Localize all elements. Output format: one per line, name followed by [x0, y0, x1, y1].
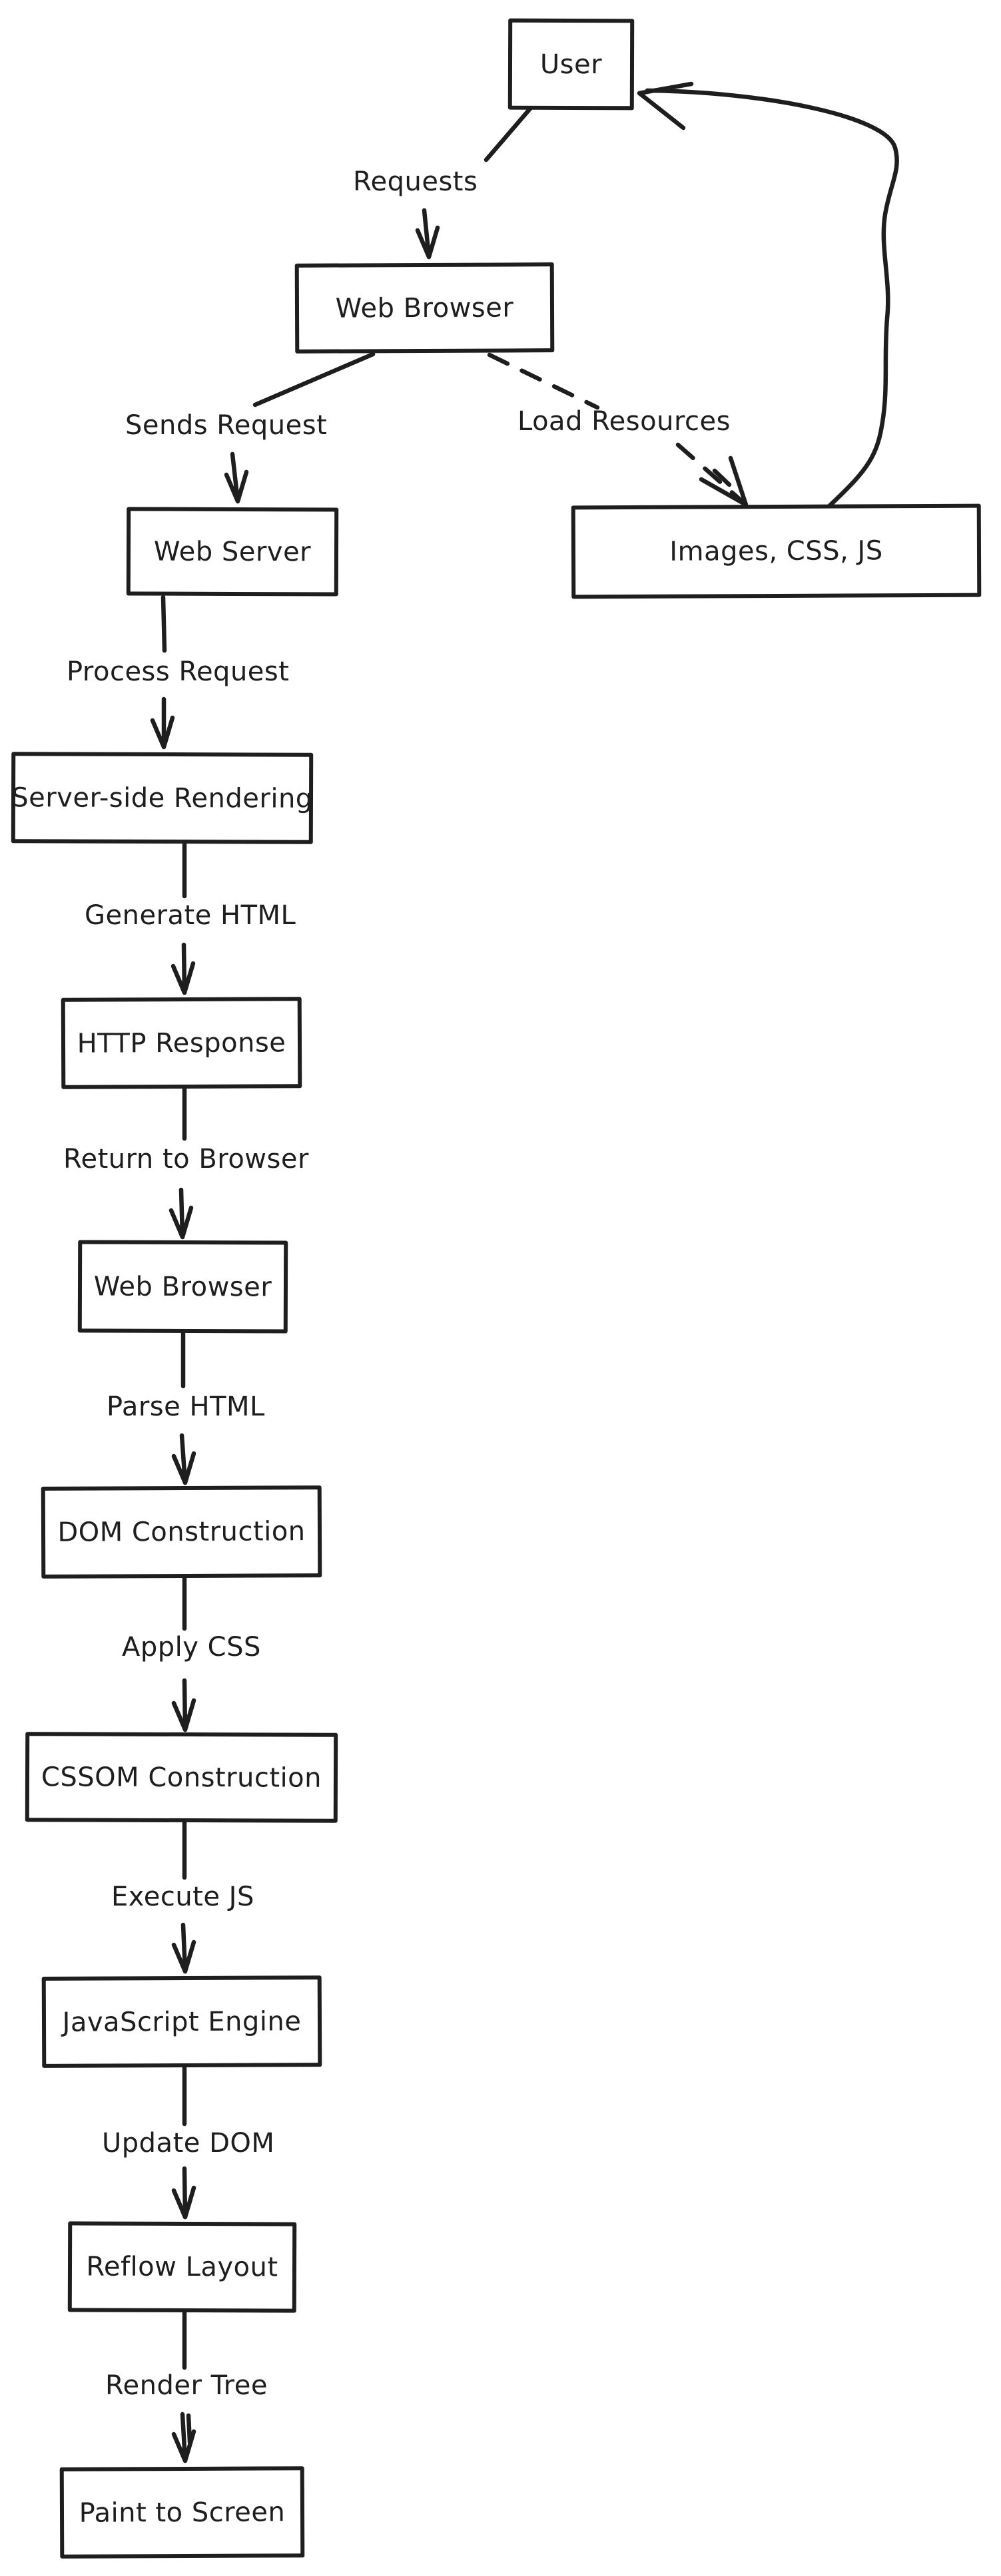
- node-label: Paint to Screen: [79, 2496, 286, 2529]
- edge-server-to-ssr-tail: [161, 595, 167, 653]
- node-paint-to-screen: Paint to Screen: [59, 2466, 305, 2559]
- node-label: HTTP Response: [77, 1027, 286, 1059]
- node-label: DOM Construction: [57, 1516, 306, 1548]
- edge-reflow-to-paint-arrow: [171, 2412, 196, 2463]
- edge-js-to-reflow-arrow: [171, 2166, 196, 2220]
- edge-browser-to-server-arrow: [224, 451, 249, 504]
- node-server-side-rendering: Server-side Rendering: [11, 752, 314, 844]
- node-web-browser-2: Web Browser: [77, 1240, 288, 1334]
- edge-label-parse-html: Parse HTML: [107, 1392, 265, 1422]
- edge-dom-to-cssom-arrow: [171, 1678, 196, 1732]
- edge-label-execute-js: Execute JS: [111, 1882, 254, 1912]
- node-label: Web Browser: [93, 1271, 272, 1302]
- node-label: Web Server: [153, 536, 312, 567]
- edge-label-apply-css: Apply CSS: [122, 1632, 261, 1663]
- edge-label-process-request: Process Request: [67, 656, 290, 687]
- node-label: User: [539, 49, 603, 80]
- edge-label-update-dom: Update DOM: [102, 2128, 275, 2159]
- edge-label-load-resources: Load Resources: [517, 406, 731, 437]
- edge-user-to-web-browser-tail: [484, 105, 533, 162]
- node-cssom-construction: CSSOM Construction: [25, 1732, 338, 1823]
- node-label: CSSOM Construction: [41, 1761, 322, 1794]
- edge-browser-to-resources-arrowhead: [699, 455, 749, 507]
- node-javascript-engine: JavaScript Engine: [41, 1975, 322, 2068]
- edge-ssr-to-http-arrow: [170, 942, 196, 995]
- edge-browser-to-resources-tail: [487, 352, 600, 410]
- edge-label-return-to-browser: Return to Browser: [63, 1144, 309, 1174]
- node-http-response: HTTP Response: [61, 997, 302, 1089]
- edge-label-render-tree: Render Tree: [105, 2370, 268, 2401]
- edge-resources-to-user-curve: [645, 88, 899, 510]
- node-dom-construction: DOM Construction: [41, 1485, 322, 1579]
- node-label: Web Browser: [335, 292, 514, 324]
- edge-user-to-web-browser-arrow: [415, 208, 440, 260]
- edge-label-generate-html: Generate HTML: [85, 900, 296, 931]
- edge-browser-to-resources-shaft: [675, 442, 743, 503]
- node-label: Images, CSS, JS: [669, 535, 883, 567]
- edge-server-to-ssr-arrow: [150, 696, 175, 750]
- node-web-browser-1: Web Browser: [294, 262, 555, 354]
- edge-label-requests: Requests: [353, 166, 478, 197]
- edge-browser-to-server-tail: [252, 352, 376, 407]
- node-label: Reflow Layout: [86, 2251, 278, 2283]
- edge-resources-to-user-arrowhead: [637, 81, 694, 130]
- edge-http-to-browser2-arrow: [168, 1187, 194, 1240]
- node-user: User: [507, 18, 635, 111]
- node-images-css-js: Images, CSS, JS: [571, 503, 982, 599]
- edge-label-sends-request: Sends Request: [125, 410, 328, 441]
- node-web-server: Web Server: [126, 507, 339, 597]
- node-label: Server-side Rendering: [11, 782, 313, 814]
- node-reflow-layout: Reflow Layout: [67, 2221, 297, 2313]
- edge-browser2-to-dom-arrow: [171, 1433, 196, 1485]
- edge-cssom-to-js-arrow: [171, 1922, 196, 1974]
- node-label: JavaScript Engine: [62, 2005, 302, 2038]
